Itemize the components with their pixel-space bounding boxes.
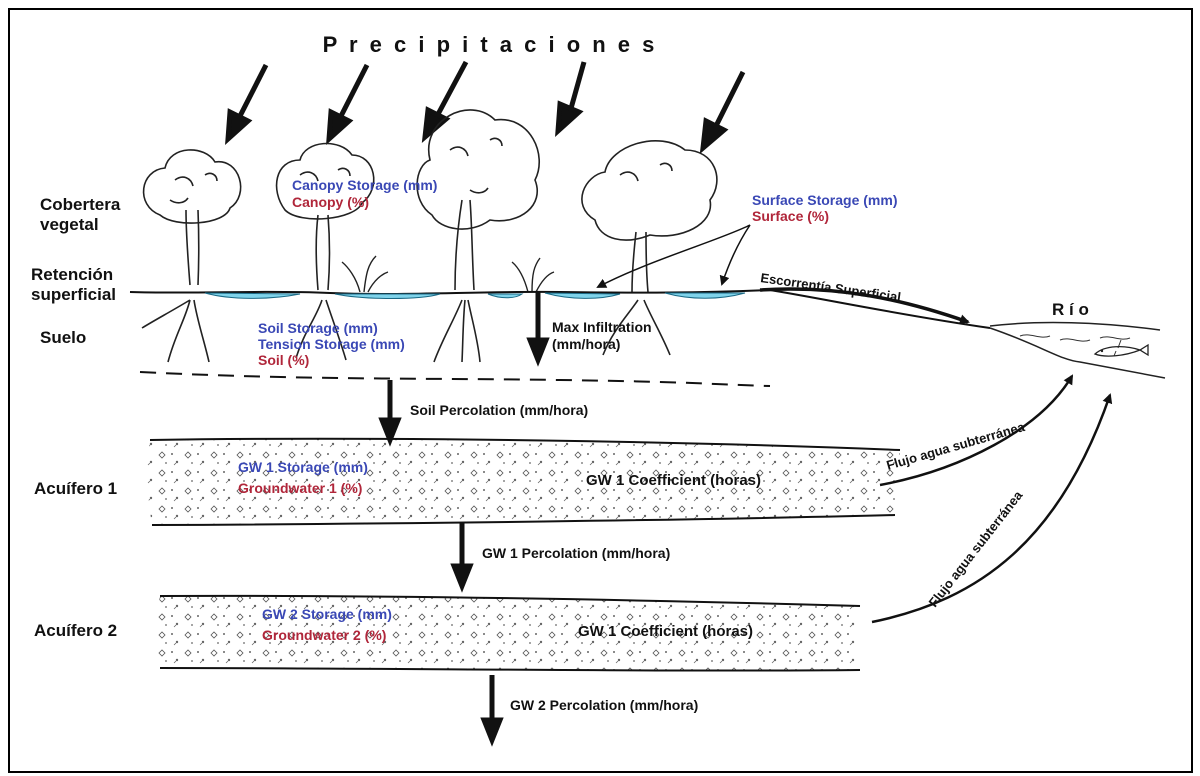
river-label: R í o — [1052, 300, 1089, 319]
surface-water — [205, 293, 745, 299]
gw1-pct-label: Groundwater 1 (%) — [238, 480, 362, 496]
soil-percolation-label: Soil Percolation (mm/hora) — [410, 402, 588, 418]
gw1-coefficient-label: GW 1 Coefficient (horas) — [586, 472, 761, 489]
surface-pointer-2 — [722, 225, 750, 284]
gw-flow-label-1: Flujo agua subterránea — [885, 419, 1027, 473]
tension-storage-label: Tension Storage (mm) — [258, 336, 405, 352]
soil-label: Suelo — [40, 328, 86, 347]
vegetation-label: Cobertera vegetal — [40, 195, 125, 234]
soil-bottom — [140, 372, 770, 386]
aquifer-1-label: Acuífero 1 — [34, 479, 117, 498]
surface-storage-label: Surface Storage (mm) — [752, 192, 897, 208]
gw-flow-arrow-1 — [880, 376, 1072, 485]
canopy-pct-label: Canopy (%) — [292, 194, 369, 210]
gw1-storage-label: GW 1 Storage (mm) — [238, 459, 368, 475]
rain-arrows — [228, 62, 743, 148]
gw-flow-label-2: Flujo agua subterránea — [926, 487, 1026, 610]
precipitation-title: P r e c i p i t a c i o n e s — [323, 32, 658, 57]
river — [990, 323, 1165, 378]
soil-storage-label: Soil Storage (mm) — [258, 320, 378, 336]
gw2-coefficient-label: GW 1 Coefficient (horas) — [578, 623, 753, 640]
tree-1 — [142, 150, 241, 362]
vegetation-label-line1: Cobertera — [40, 195, 121, 214]
aquifer-2-label: Acuífero 2 — [34, 621, 117, 640]
grass-tufts — [342, 256, 554, 292]
gw2-pct-label: Groundwater 2 (%) — [262, 627, 386, 643]
vegetation-label-line2: vegetal — [40, 215, 99, 234]
surface-runoff-label: Escorrentía Superficial — [760, 270, 902, 305]
gw2-storage-label: GW 2 Storage (mm) — [262, 606, 392, 622]
surface-pointer-1 — [598, 225, 750, 287]
surface-pct-label: Surface (%) — [752, 208, 829, 224]
gw1-percolation-label: GW 1 Percolation (mm/hora) — [482, 545, 670, 561]
tree-3 — [417, 110, 539, 362]
fish-icon — [1095, 345, 1148, 356]
soil-pct-label: Soil (%) — [258, 352, 309, 368]
gw2-percolation-label: GW 2 Percolation (mm/hora) — [510, 697, 698, 713]
max-infiltration-label: Max Infiltration (mm/hora) — [552, 319, 655, 352]
surface-retention-label: Retención superficial — [31, 265, 118, 304]
canopy-storage-label: Canopy Storage (mm) — [292, 177, 437, 193]
